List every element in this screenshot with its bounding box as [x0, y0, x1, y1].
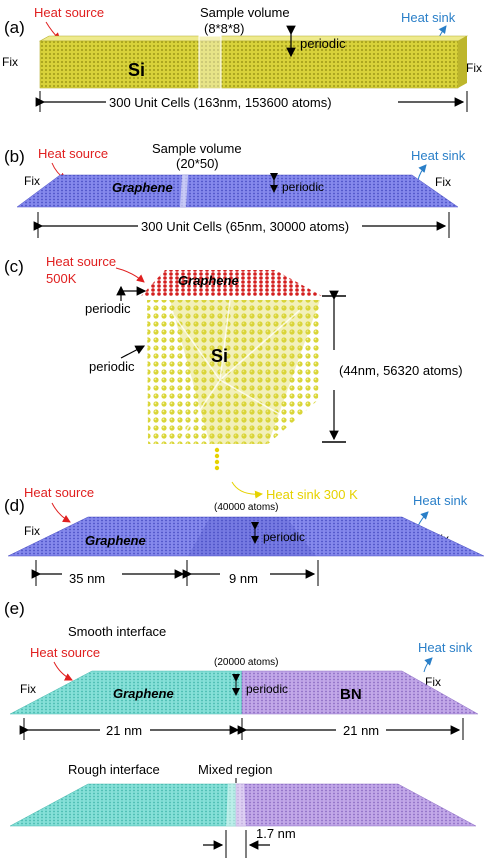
panel-e-dim-right: 21 nm [343, 723, 379, 738]
panel-a-sample-volume-label: Sample volume [200, 5, 290, 20]
panel-c-heat-sink-label: Heat sink 300 K [266, 487, 358, 502]
panel-a-heat-sink-label: Heat sink [401, 10, 456, 25]
panel-e-heat-source-arrow [53, 661, 73, 681]
si-bar-top [38, 35, 469, 42]
panel-c-heat-source-arrow [115, 267, 145, 283]
panel-b-heat-sink-arrow [417, 164, 427, 181]
bn-sheet-e [241, 670, 479, 715]
panel-d-heat-sink-arrow [417, 511, 429, 527]
panel-e-bn-label: BN [340, 686, 362, 703]
panel-c-periodic-label-2: periodic [89, 359, 135, 374]
panel-c-heat-sink-arrow [231, 481, 263, 499]
panel-c-graphene-label: Graphene [178, 273, 239, 288]
panel-b-fix-right: Fix [435, 175, 451, 189]
panel-c-si-block [147, 300, 320, 444]
panel-d: (d) Heat source Heat sink (40000 atoms) … [4, 485, 485, 586]
panel-e-mixed-label: Mixed region [198, 762, 272, 777]
panel-b-sample-volume-label: Sample volume [152, 141, 242, 156]
panel-e-mixed-region [226, 784, 246, 826]
panel-e-heat-sink-arrow [423, 657, 433, 673]
panel-e-tag: (e) [4, 599, 25, 618]
panel-e-atoms-label: (20000 atoms) [214, 657, 278, 668]
panel-b-heat-source-label: Heat source [38, 146, 108, 161]
panel-b-dimension-label: 300 Unit Cells (65nm, 30000 atoms) [141, 219, 349, 234]
panel-d-heat-source-arrow [51, 502, 71, 523]
panel-a-si-label: Si [128, 60, 145, 80]
si-bar-side [458, 36, 467, 88]
panel-e: (e) Smooth interface Heat source Heat si… [4, 599, 479, 858]
panel-e-heat-sink-label: Heat sink [418, 640, 473, 655]
panel-a-sample-dims: (8*8*8) [204, 21, 244, 36]
panel-c-heat-source-label: Heat source [46, 254, 116, 269]
panel-d-graphene-label: Graphene [85, 533, 146, 548]
graphene-sheet-rough [9, 783, 237, 827]
panel-c-graphene-layer [141, 270, 322, 296]
panel-a-tag: (a) [4, 18, 25, 37]
panel-d-tag: (d) [4, 496, 25, 515]
panel-e-graphene-label: Graphene [113, 686, 174, 701]
panel-b-tag: (b) [4, 147, 25, 166]
panel-a-sample-volume-box [198, 35, 222, 95]
panel-e-periodic-label: periodic [246, 682, 288, 696]
panel-a-heat-source-label: Heat source [34, 5, 104, 20]
panel-c-heat-source-temp: 500K [46, 271, 77, 286]
panel-e-mixed-width: 1.7 nm [256, 826, 296, 841]
panel-c-dimension-label: (44nm, 56320 atoms) [339, 363, 463, 378]
graphene-sheet-d [7, 516, 485, 557]
panel-c-si-label: Si [211, 346, 228, 366]
panel-c-periodic-label-1: periodic [85, 301, 131, 316]
panel-c-periodic-arrow-2 [120, 345, 146, 359]
panel-d-periodic-label: periodic [263, 530, 305, 544]
si-bar-front [39, 40, 459, 89]
panel-c: (c) Heat source 500K Graphene Si periodi… [4, 254, 463, 502]
panel-e-fix-right: Fix [425, 675, 441, 689]
panel-a: (a) Heat source Heat sink Sample volume … [2, 5, 482, 112]
panel-a-periodic-label: periodic [300, 36, 346, 51]
panel-d-heat-sink-label: Heat sink [413, 493, 468, 508]
panel-e-smooth-label: Smooth interface [68, 624, 166, 639]
panel-a-fix-left: Fix [2, 55, 18, 69]
panel-b: (b) Heat source Heat sink Sample volume … [4, 141, 466, 238]
panel-c-si-shade [170, 300, 320, 444]
panel-e-fix-left: Fix [20, 682, 36, 696]
graphene-sheet-b [16, 174, 459, 208]
panel-e-dim-left: 21 nm [106, 723, 142, 738]
panel-c-heat-sink-dots [214, 447, 220, 471]
panel-a-dimension-label: 300 Unit Cells (163nm, 153600 atoms) [109, 95, 332, 110]
panel-b-sample-volume-strip [180, 175, 188, 207]
panel-b-heat-sink-label: Heat sink [411, 148, 466, 163]
panel-b-sample-dims: (20*50) [176, 156, 219, 171]
panel-d-dim-right: 9 nm [229, 571, 258, 586]
panel-c-tag: (c) [4, 257, 24, 276]
panel-d-atoms-label: (40000 atoms) [214, 502, 278, 513]
panel-d-dim-left: 35 nm [69, 571, 105, 586]
panel-b-graphene-label: Graphene [112, 180, 173, 195]
panel-b-periodic-label: periodic [282, 180, 324, 194]
panel-d-fix-left: Fix [24, 524, 40, 538]
panel-e-heat-source-label: Heat source [30, 645, 100, 660]
bn-sheet-rough [235, 783, 477, 827]
panel-b-fix-left: Fix [24, 174, 40, 188]
panel-a-fix-right: Fix [466, 61, 482, 75]
panel-e-rough-label: Rough interface [68, 762, 160, 777]
panel-d-heat-source-label: Heat source [24, 485, 94, 500]
